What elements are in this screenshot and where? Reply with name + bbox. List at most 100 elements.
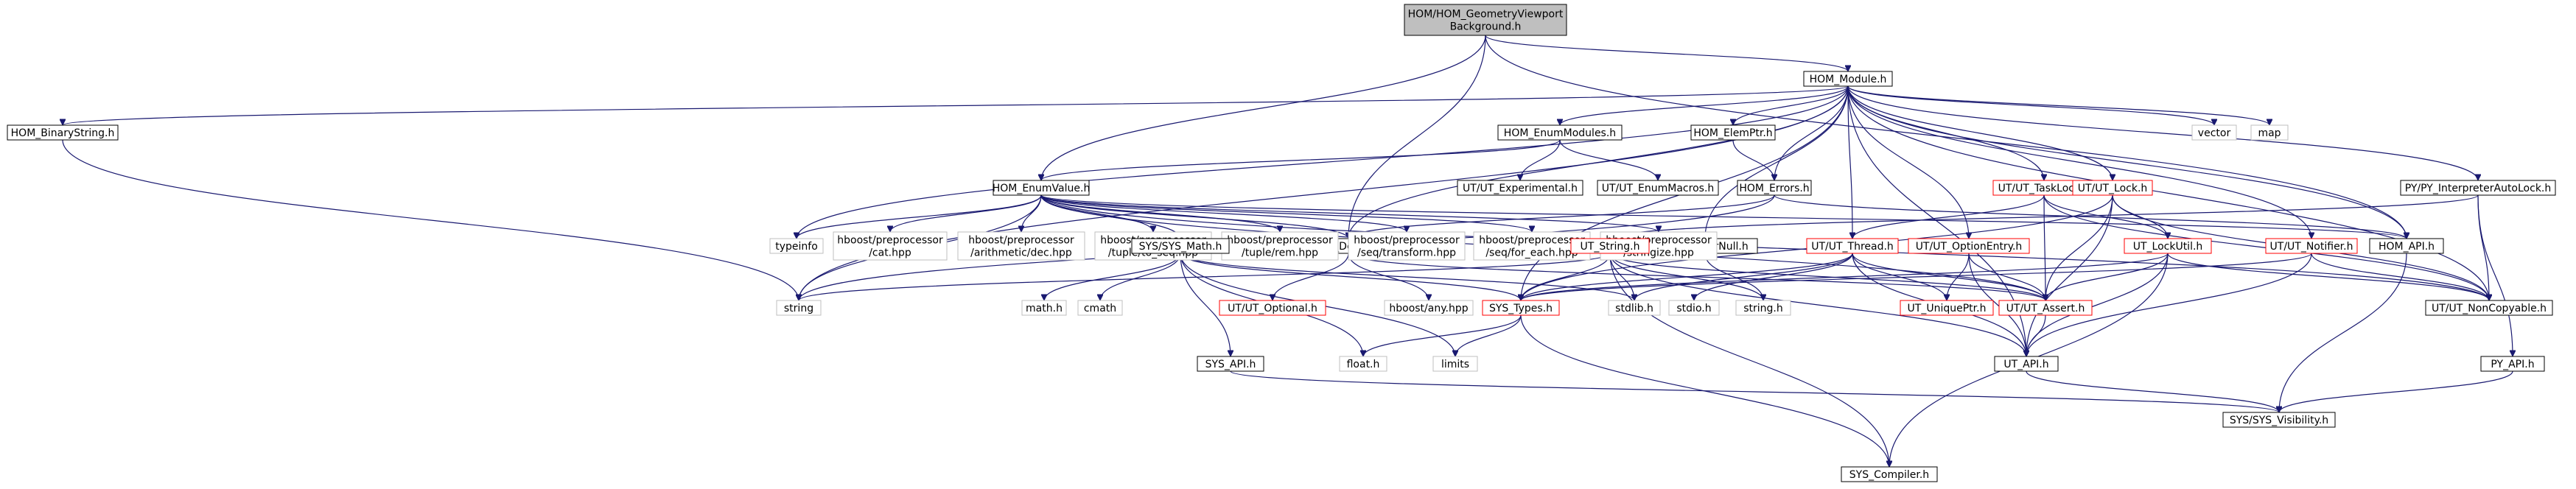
node-py-interp[interactable]: PY/PY_InterpreterAutoLock.h	[2400, 180, 2556, 196]
edge-root-to-hom_defines	[1348, 35, 1486, 239]
edges-layer	[63, 35, 2513, 467]
edge-ut_thread-to-ut_uniqueptr	[1852, 253, 1947, 301]
edge-ut_notifier-to-ut_api	[2026, 253, 2312, 356]
node-label: UT_API.h	[2003, 359, 2048, 370]
edge-hom_enummodules-to-ut_experimental	[1520, 139, 1561, 181]
node-hom-enumvalue[interactable]: HOM_EnumValue.h	[993, 180, 1091, 196]
node-box	[1348, 231, 1466, 261]
edge-hom_enummodules-to-ut_enummacros	[1559, 139, 1658, 181]
node-sys-compiler[interactable]: SYS_Compiler.h	[1841, 466, 1938, 482]
edge-ut_thread-to-ut_assert	[1852, 253, 2045, 301]
node-hboost-any: hboost/any.hpp	[1384, 300, 1474, 316]
edge-hom_module-to-typeinfo	[797, 85, 1849, 239]
node-ut-notifier[interactable]: UT/UT_Notifier.h	[2265, 238, 2358, 254]
node-ut-assert[interactable]: UT/UT_Assert.h	[1998, 300, 2093, 316]
node-ut-experimental[interactable]: UT/UT_Experimental.h	[1457, 180, 1583, 196]
node-ut-optionentry[interactable]: UT/UT_OptionEntry.h	[1908, 238, 2030, 254]
node-box	[776, 300, 822, 316]
edge-ut_lock-to-ut_assert	[2045, 194, 2113, 300]
node-box	[1600, 231, 1718, 261]
node-box	[1737, 180, 1812, 196]
node-box	[2222, 412, 2336, 428]
node-label: HOM_Errors.h	[1739, 183, 1809, 194]
node-py-api[interactable]: PY_API.h	[2480, 356, 2545, 372]
edge-ut_lockutil-to-ut_noncopyable	[2167, 253, 2489, 301]
edge-hom_defines-to-hboost_any	[1348, 253, 1429, 301]
node-box	[1497, 124, 1623, 141]
node-box	[1570, 238, 1650, 254]
node-label: UT_LockUtil.h	[2133, 241, 2203, 253]
node-label: HOM_EnumValue.h	[993, 183, 1091, 194]
node-label: hboost/preprocessor	[968, 235, 1074, 247]
node-ut-thread[interactable]: UT/UT_Thread.h	[1806, 238, 1899, 254]
edge-hom_enumvalue-to-hb_transform	[1040, 194, 1407, 233]
node-box	[2072, 180, 2153, 196]
edge-ut_tasklock-to-ut_assert	[2044, 194, 2045, 300]
node-label: PY_API.h	[2491, 359, 2534, 370]
edge-ut_api-to-sys_visibility	[2026, 370, 2279, 413]
node-ut-enummacros[interactable]: UT/UT_EnumMacros.h	[1597, 180, 1719, 196]
node-box	[1021, 300, 1067, 316]
edge-hom_elemptr-to-hom_errors	[1732, 139, 1774, 181]
node-label: UT/UT_Assert.h	[2006, 303, 2085, 314]
node-stdio: stdio.h	[1668, 300, 1720, 316]
node-label: HOM_Module.h	[1810, 74, 1887, 85]
edge-hom_module-to-py_interp	[1847, 85, 2478, 180]
edge-ut_string-to-ut_assert	[1609, 253, 2045, 301]
node-box	[2265, 238, 2358, 254]
edge-hom_module-to-hom_enummodules	[1560, 85, 1849, 126]
node-box	[1432, 356, 1478, 372]
edge-hom_module-to-hom_ptrornull	[1705, 85, 1849, 239]
node-label: SYS_Types.h	[1489, 303, 1553, 314]
node-map: map	[2250, 124, 2289, 141]
edge-hom_module-to-hom_binarystring	[63, 85, 1849, 126]
node-hom-enummodules[interactable]: HOM_EnumModules.h	[1497, 124, 1623, 141]
node-label: UT/UT_NonCopyable.h	[2432, 303, 2547, 314]
node-label: HOM/HOM_GeometryViewport	[1408, 9, 1564, 21]
edge-ut_optionentry-to-ut_uniqueptr	[1947, 253, 1970, 300]
node-label: hboost/preprocessor	[1227, 235, 1333, 247]
edge-ut_assert-to-ut_api	[2026, 314, 2046, 356]
node-ut-lockutil[interactable]: UT_LockUtil.h	[2124, 238, 2212, 254]
node-label: float.h	[1347, 359, 1380, 370]
node-label: PY/PY_InterpreterAutoLock.h	[2405, 183, 2552, 194]
edge-ut_string-to-sys_types	[1521, 253, 1611, 301]
node-ut-lock[interactable]: UT/UT_Lock.h	[2072, 180, 2153, 196]
edge-ut_optionentry-to-ut_assert	[1968, 253, 2045, 301]
node-hom-binarystring[interactable]: HOM_BinaryString.h	[7, 124, 119, 141]
node-hom-elemptr[interactable]: HOM_ElemPtr.h	[1690, 124, 1776, 141]
edge-hom_api-to-sys_visibility	[2279, 253, 2407, 412]
node-ut-noncopyable[interactable]: UT/UT_NonCopyable.h	[2425, 300, 2553, 316]
node-hom-errors[interactable]: HOM_Errors.h	[1737, 180, 1812, 196]
node-sys-types[interactable]: SYS_Types.h	[1482, 300, 1560, 316]
node-label: hboost/preprocessor	[837, 235, 943, 247]
node-label: SYS/SYS_Math.h	[1139, 241, 1222, 253]
node-box	[1077, 300, 1123, 316]
node-ut-uniqueptr[interactable]: UT_UniquePtr.h	[1900, 300, 1994, 316]
node-sys-math[interactable]: SYS/SYS_Math.h	[1131, 238, 1230, 254]
node-label: UT_String.h	[1581, 241, 1640, 253]
edge-hom_enummodules-to-hom_enumvalue	[1041, 139, 1561, 181]
node-box	[957, 231, 1085, 261]
node-ut-api[interactable]: UT_API.h	[1994, 356, 2059, 372]
node-hom-api[interactable]: HOM_API.h	[2369, 238, 2444, 254]
edge-hom_errors-to-hom_api	[1774, 194, 2407, 239]
node-ut-optional[interactable]: UT/UT_Optional.h	[1219, 300, 1326, 316]
node-sys-api[interactable]: SYS_API.h	[1197, 356, 1264, 372]
edge-hom_module-to-ut_noncopyable	[1847, 85, 2489, 300]
node-float-h: float.h	[1339, 356, 1387, 372]
node-label: UT/UT_Notifier.h	[2270, 241, 2353, 253]
node-ut-string[interactable]: UT_String.h	[1570, 238, 1650, 254]
node-label: HOM_EnumModules.h	[1504, 127, 1616, 139]
edge-ut_tasklock-to-ut_lockutil	[2043, 194, 2168, 239]
node-ut-tasklock[interactable]: UT/UT_TaskLock.h	[1992, 180, 2096, 196]
edge-py_api-to-sys_visibility	[2279, 370, 2513, 413]
node-label: limits	[1441, 359, 1469, 370]
edge-hom_enumvalue-to-hb_foreach	[1040, 194, 1532, 233]
node-label: UT/UT_Experimental.h	[1463, 183, 1578, 194]
edge-ut_lock-to-ut_lockutil	[2112, 194, 2168, 239]
node-limits: limits	[1432, 356, 1478, 372]
node-sys-visibility[interactable]: SYS/SYS_Visibility.h	[2222, 412, 2336, 428]
node-hom-module[interactable]: HOM_Module.h	[1803, 71, 1893, 87]
